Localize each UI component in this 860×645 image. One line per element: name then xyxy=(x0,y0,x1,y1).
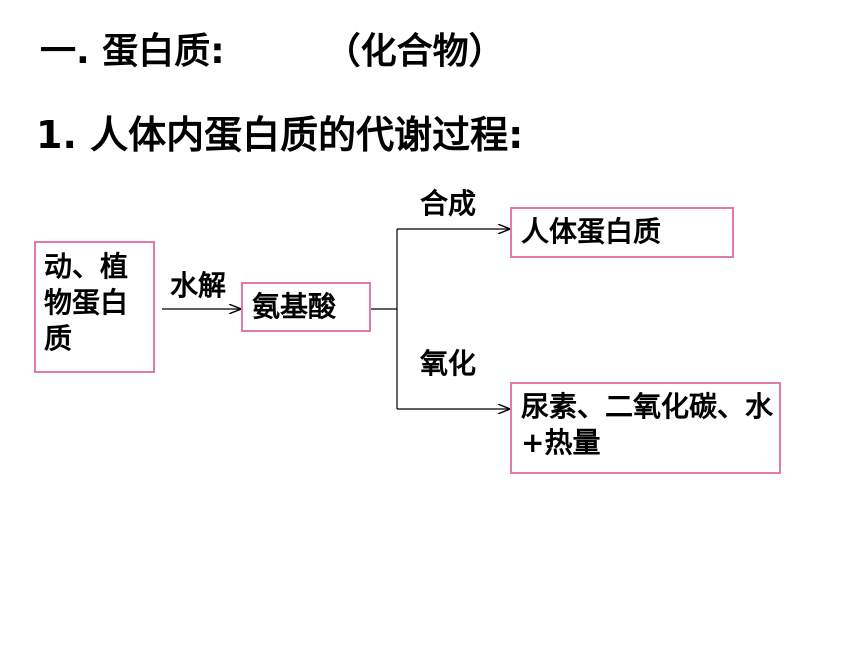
section-title-main: 一. 蛋白质: xyxy=(40,31,225,72)
section-title-paren: （化合物） xyxy=(324,31,505,72)
section-title: 一. 蛋白质: （化合物） xyxy=(40,22,505,74)
human-protein-box: 人体蛋白质 xyxy=(510,207,734,258)
synthesis-label: 合成 xyxy=(420,187,477,220)
oxidation-label: 氧化 xyxy=(420,347,477,380)
subsection-title: 1. 人体内蛋白质的代谢过程: xyxy=(36,113,524,157)
amino-acid-box: 氨基酸 xyxy=(241,282,371,332)
hydrolysis-label: 水解 xyxy=(170,269,227,302)
source-protein-box: 动、植物蛋白质 xyxy=(34,241,155,373)
products-box: 尿素、二氧化碳、水+热量 xyxy=(510,382,781,474)
